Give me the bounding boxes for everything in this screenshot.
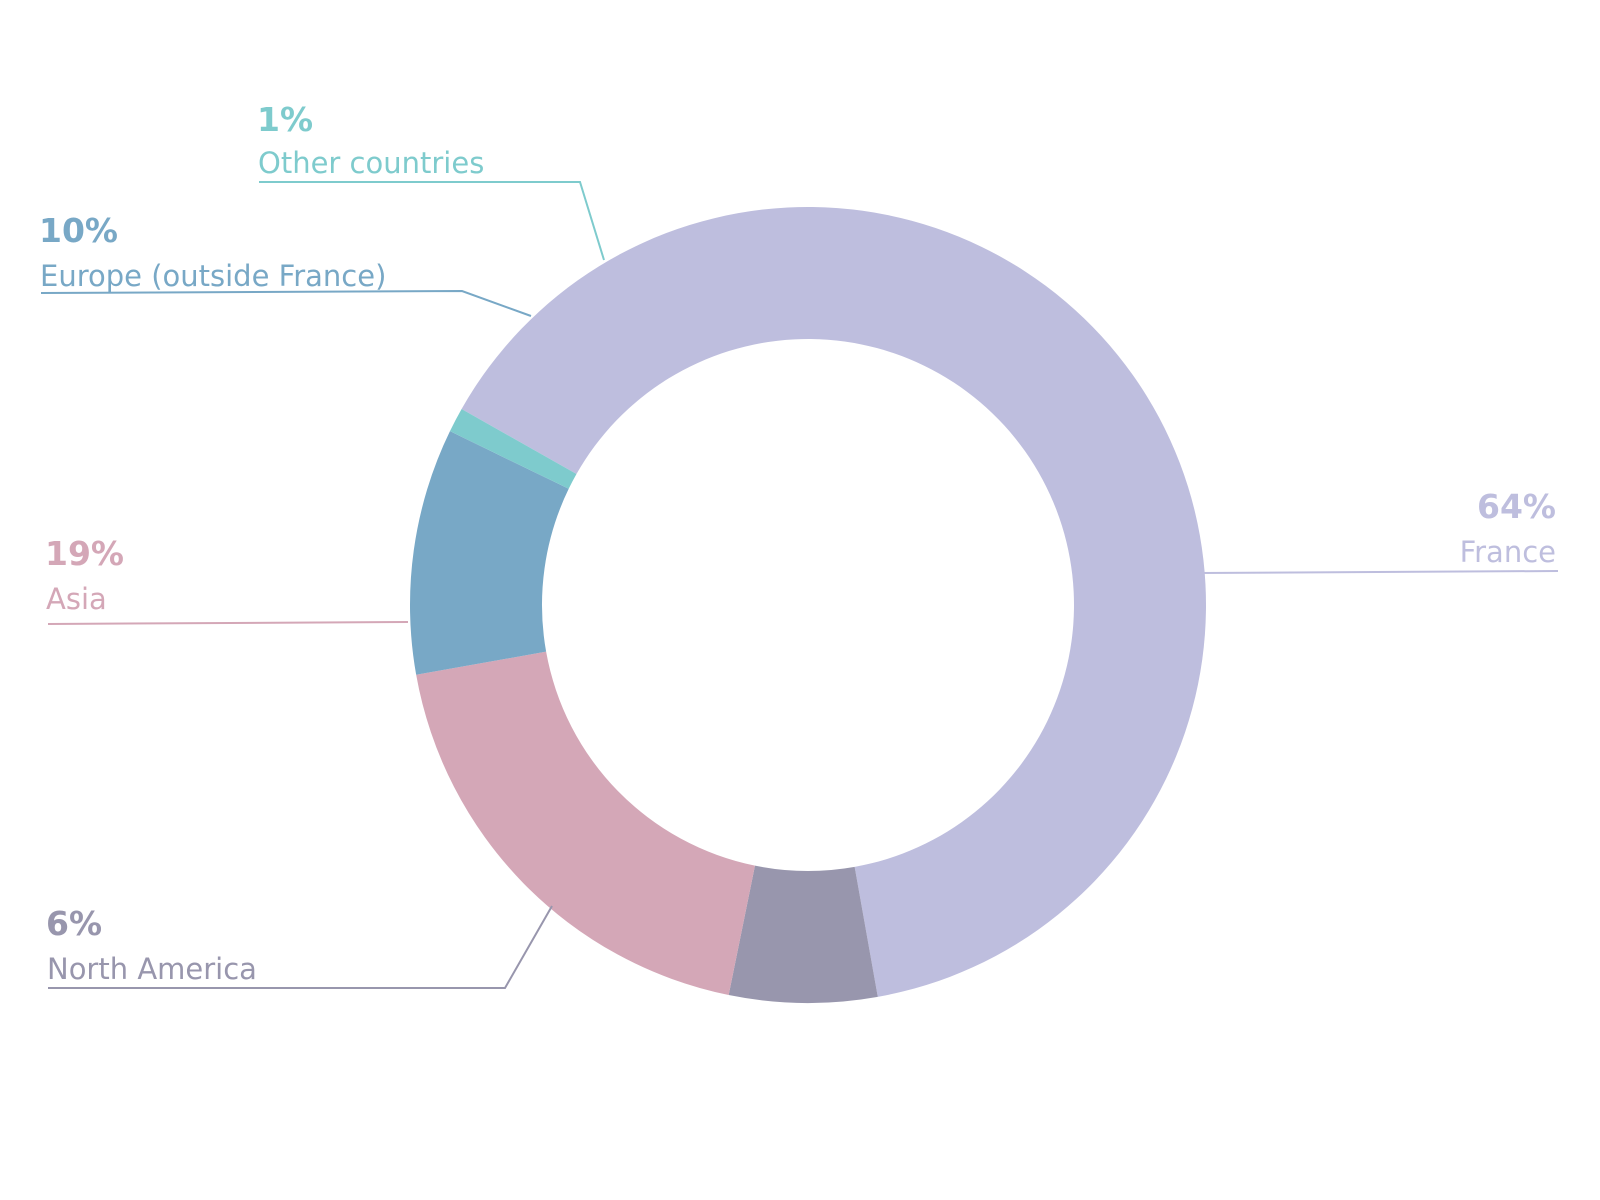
leader-line-asia xyxy=(47,621,409,625)
europe-percent: 10% xyxy=(39,211,118,250)
europe-label: Europe (outside France) xyxy=(40,259,386,293)
north-america-label: North America xyxy=(47,952,257,986)
donut-slices xyxy=(410,206,1207,1003)
leader-line-other xyxy=(259,181,605,261)
north-america-percent: 6% xyxy=(46,904,102,943)
slice-france xyxy=(461,206,1207,997)
other-countries-percent: 1% xyxy=(257,100,313,139)
asia-percent: 19% xyxy=(45,534,124,573)
leader-lines xyxy=(40,181,1559,989)
france-percent: 64% xyxy=(1477,487,1556,526)
other-countries-label: Other countries xyxy=(258,146,484,180)
leader-line-france xyxy=(1199,570,1559,574)
france-label: France xyxy=(1460,535,1556,569)
slice-europe-outside-france xyxy=(410,431,569,675)
leader-line-europe xyxy=(40,289,532,317)
asia-label: Asia xyxy=(46,582,107,616)
slice-asia xyxy=(416,651,755,996)
leader-line-north-america xyxy=(48,905,553,989)
slice-north-america xyxy=(728,865,878,1003)
slice-other-countries xyxy=(449,409,577,489)
